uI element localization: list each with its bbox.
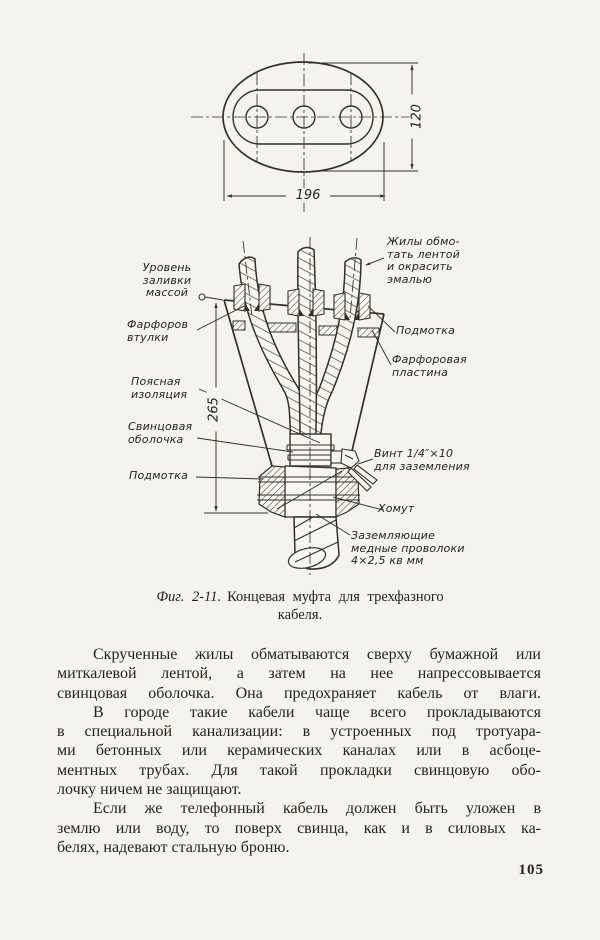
funnel-body — [223, 299, 385, 469]
caption-text: Концевая муфта для трехфазного — [227, 589, 444, 605]
label-filling-level: Уровень заливки массой — [142, 261, 192, 300]
caption-line-2: кабеля. — [277, 606, 323, 623]
text-line: миткалевой лентой, а затем на нее напрес… — [57, 665, 541, 683]
level-mark — [198, 293, 224, 301]
label-porcelain-bushings: Фарфоров втулки — [127, 318, 189, 344]
paragraph-3: Если же телефонный кабель должен быть ул… — [57, 799, 541, 857]
text-line: в специальной канализации: в устроенных … — [57, 723, 541, 741]
label-winding-right: Подмотка — [396, 324, 456, 337]
text-line: Если же телефонный кабель должен быть ул… — [93, 800, 541, 818]
figure-number: Фиг. 2-11. — [156, 589, 222, 605]
leader-lines — [195, 257, 396, 536]
axis-center-lines — [242, 237, 358, 575]
text-line: белях, надевают стальную броню. — [57, 838, 290, 856]
paragraph-1: Скрученные жилы обматываются сверху бума… — [57, 645, 541, 703]
text-line: землю или воду, то поверх свинца, как и … — [57, 819, 541, 837]
text-line: лочку ничем не защищают. — [57, 781, 242, 799]
paragraph-2: В городе такие кабели чаще всего проклад… — [57, 703, 541, 799]
label-cores-note: Жилы обмо- тать лентой и окрасить эмалью — [387, 235, 461, 286]
label-ground-screw: Винт 1/4″×10 для заземления — [374, 447, 470, 473]
label-lead-sheath: Свинцовая оболочка — [128, 420, 193, 446]
page-number: 105 — [518, 862, 544, 878]
dimension-196: 196 — [286, 188, 330, 203]
main-view-drawing — [195, 237, 396, 575]
ground-screw — [330, 448, 378, 492]
dimension-120: 120 — [409, 94, 425, 139]
bottom-cable — [287, 516, 340, 570]
caption-line-1: Фиг. 2-11. Концевая муфта для трехфазного — [90, 589, 510, 607]
porcelain-plate — [232, 320, 380, 338]
dimension-265: 265 — [206, 387, 222, 432]
clamp-section — [257, 465, 360, 518]
text-line: В городе такие кабели чаще всего проклад… — [93, 703, 541, 721]
label-clamp: Хомут — [378, 502, 415, 515]
text-line: свинцовая оболочка. Она предохраняет каб… — [57, 684, 541, 702]
label-ground-wires: Заземляющие медные проволоки 4×2,5 кв мм — [351, 529, 465, 568]
body-text: Скрученные жилы обматываются сверху бума… — [57, 645, 541, 857]
text-line: ми бетонных или керамических каналах или… — [57, 742, 541, 760]
porcelain-bushings — [233, 283, 371, 321]
figure-drawing — [191, 53, 421, 575]
text-line: Скрученные жилы обматываются сверху бума… — [93, 646, 541, 663]
text-line: ментных трубах. Для такой прокладки свин… — [57, 761, 541, 779]
label-belt-insulation: Поясная изоляция — [131, 375, 188, 401]
dimension-lines — [223, 62, 418, 201]
cable-cores — [238, 246, 362, 449]
figure-caption: Фиг. 2-11. Концевая муфта для трехфазного… — [90, 589, 510, 624]
lead-sheath-neck — [286, 433, 335, 467]
label-winding-left: Подмотка — [129, 469, 189, 482]
label-porcelain-plate: Фарфоровая пластина — [392, 353, 467, 379]
